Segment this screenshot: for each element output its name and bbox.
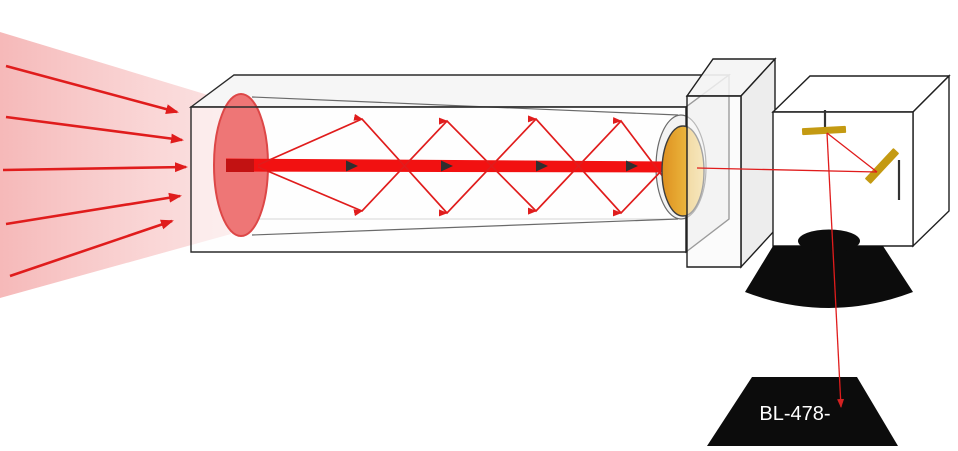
- top-mirror: [801, 125, 847, 136]
- tube-top-face: [188, 74, 732, 108]
- collection-cone: [745, 246, 913, 308]
- detection-ray-to-mirror: [696, 167, 878, 173]
- incoming-ray-arrow: [5, 115, 184, 144]
- plate-front-face: [686, 95, 742, 268]
- box-front-face: [772, 111, 914, 247]
- tube-front-outline: [190, 106, 687, 253]
- incoming-light-group: [0, 32, 231, 298]
- angled-mirror: [865, 148, 899, 184]
- incoming-ray-arrow: [5, 64, 179, 114]
- detector-label: BL-478-: [759, 403, 830, 425]
- reflected-ray-path-up: [257, 113, 665, 217]
- beam-direction-arrow: [346, 160, 358, 172]
- cylinder-top-edge: [251, 96, 679, 116]
- beam-direction-arrow: [626, 160, 638, 172]
- cylinder-bottom-edge: [251, 218, 679, 236]
- detection-beam-group: [696, 132, 878, 408]
- incoming-ray-arrow: [5, 192, 182, 226]
- incoming-ray-arrow: [9, 219, 174, 278]
- detection-ray-between-mirrors: [826, 132, 878, 173]
- detector-box-group: [771, 74, 951, 248]
- detector-body: [707, 377, 898, 446]
- plate-right-face: [740, 57, 776, 269]
- detection-ray-to-detector: [826, 132, 845, 408]
- incoming-light-cone: [0, 32, 231, 298]
- incoming-ray-arrow: [2, 162, 188, 173]
- aperture: [798, 229, 860, 253]
- sample-tube-group: [188, 73, 732, 254]
- laser-beam-core: [226, 159, 254, 172]
- end-plate-group: [685, 57, 777, 269]
